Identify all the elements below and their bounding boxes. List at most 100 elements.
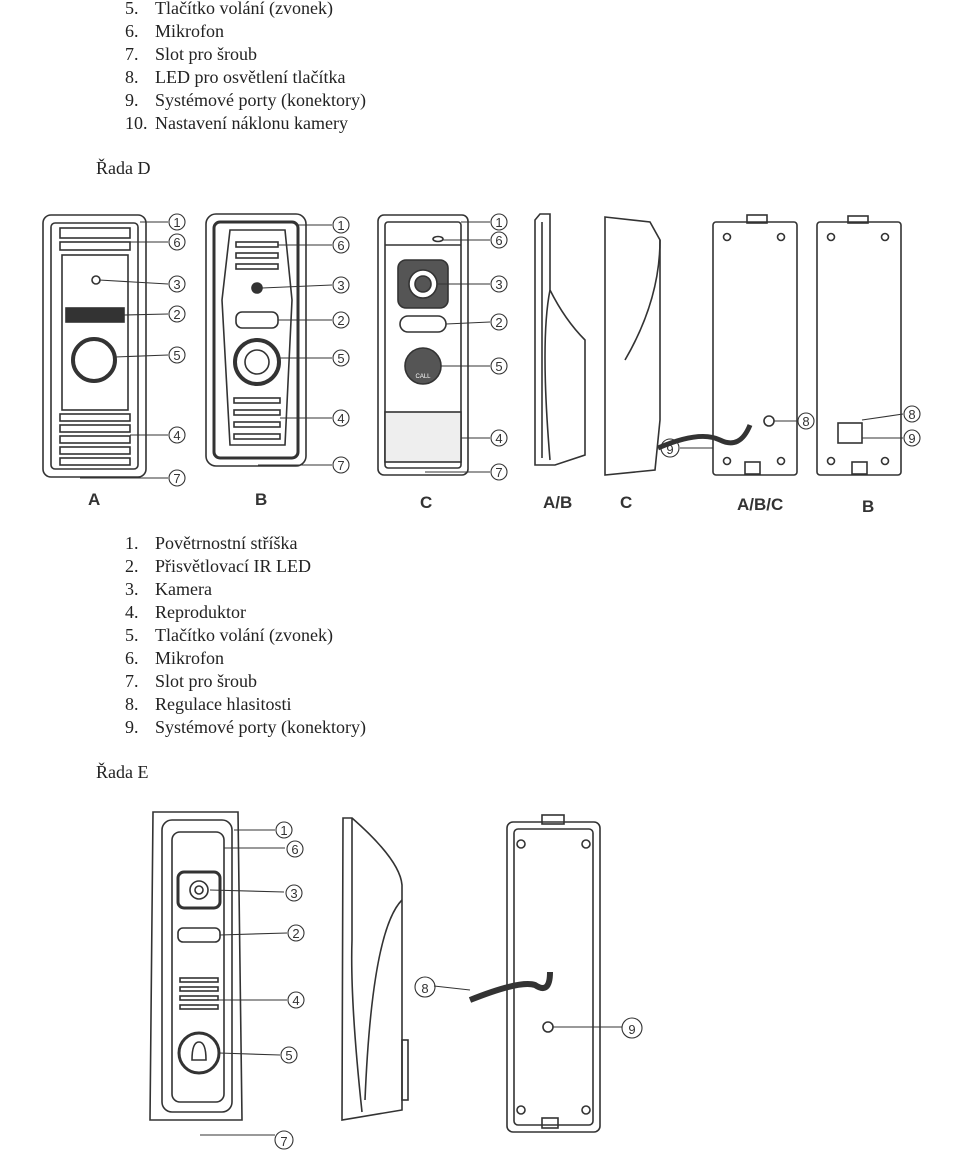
top-parts-list: 5.Tlačítko volání (zvonek) 6.Mikrofon 7.…: [125, 0, 366, 135]
svg-text:5: 5: [285, 1048, 292, 1063]
svg-text:8: 8: [421, 981, 428, 996]
callout-marker: 7: [332, 456, 350, 474]
callout-marker: 3: [285, 884, 303, 902]
svg-text:5: 5: [337, 351, 344, 366]
svg-text:9: 9: [628, 1022, 635, 1037]
unit-c-front-view: [377, 214, 469, 476]
callout-marker: 2: [332, 311, 350, 329]
svg-text:4: 4: [495, 431, 502, 446]
list-item: 6.Mikrofon: [125, 21, 224, 41]
list-item: 6.Mikrofon: [125, 648, 224, 668]
section-heading-d: Řada D: [96, 158, 151, 178]
call-button-text: CALL: [415, 374, 431, 380]
callout-marker: 2: [490, 313, 508, 331]
callout-markers: 1 6 3 2 5 4 7 1 6 3 2 5 4 7 1 6 3 2 5 4 …: [168, 213, 921, 487]
callout-marker: 8: [414, 976, 436, 998]
svg-text:3: 3: [495, 277, 502, 292]
figure-label-abc: A/B/C: [737, 495, 784, 514]
svg-text:7: 7: [280, 1134, 287, 1149]
list-item: 9.Systémové porty (konektory): [125, 717, 366, 737]
callout-marker: 3: [490, 275, 508, 293]
callout-marker: 8: [797, 412, 815, 430]
list-item: 8.Regulace hlasitosti: [125, 694, 292, 714]
svg-text:7: 7: [173, 471, 180, 486]
svg-text:9: 9: [666, 442, 673, 457]
callout-marker: 3: [168, 275, 186, 293]
svg-text:4: 4: [292, 993, 299, 1008]
list-item: 9.Systémové porty (konektory): [125, 90, 366, 110]
svg-text:6: 6: [337, 238, 344, 253]
svg-text:2: 2: [292, 926, 299, 941]
section-heading-e: Řada E: [96, 762, 149, 782]
list-item: 5.Tlačítko volání (zvonek): [125, 625, 333, 645]
callout-marker: 6: [168, 233, 186, 251]
svg-text:9: 9: [908, 431, 915, 446]
callout-marker: 1: [275, 821, 293, 839]
svg-text:1: 1: [173, 215, 180, 230]
middle-parts-list: 1.Povětrnostní stříška 2.Přisvětlovací I…: [125, 532, 366, 739]
list-item: 8.LED pro osvětlení tlačítka: [125, 67, 346, 87]
unit-e-front-view: [149, 811, 243, 1121]
svg-text:2: 2: [173, 307, 180, 322]
list-item: 4.Reproduktor: [125, 602, 246, 622]
unit-e-back-view: [468, 814, 601, 1133]
list-item: 7.Slot pro šroub: [125, 44, 258, 64]
svg-text:3: 3: [173, 277, 180, 292]
figure-label-b: B: [255, 490, 268, 509]
svg-text:8: 8: [802, 414, 809, 429]
figure-label-ab: A/B: [543, 493, 573, 512]
svg-text:1: 1: [280, 823, 287, 838]
callout-marker: 1: [168, 213, 186, 231]
figure-label-c-side: C: [620, 493, 633, 512]
list-item: 5.Tlačítko volání (zvonek): [125, 0, 333, 18]
list-item: 7.Slot pro šroub: [125, 671, 258, 691]
svg-text:1: 1: [337, 218, 344, 233]
callout-marker: 6: [332, 236, 350, 254]
list-item: 3.Kamera: [125, 579, 212, 599]
unit-ab-side-view: [534, 213, 586, 466]
svg-text:7: 7: [495, 465, 502, 480]
unit-c-side-view: [604, 216, 661, 476]
svg-text:6: 6: [291, 842, 298, 857]
svg-text:8: 8: [908, 407, 915, 422]
figure-label-c: C: [420, 493, 433, 512]
unit-b-back-view: [816, 215, 902, 476]
svg-text:7: 7: [337, 458, 344, 473]
svg-text:5: 5: [173, 348, 180, 363]
callout-marker: 8: [903, 405, 921, 423]
callout-marker: 7: [274, 1130, 294, 1150]
callout-marker: 9: [660, 438, 680, 458]
callout-marker: 6: [490, 231, 508, 249]
callout-marker: 4: [168, 426, 186, 444]
svg-text:4: 4: [337, 411, 344, 426]
callout-marker: 9: [621, 1017, 643, 1039]
section-d-diagram: 1 6 3 2 5 4 7 1 6 3 2 5 4 7 1 6 3 2 5 4 …: [42, 213, 921, 487]
callout-marker: 3: [332, 276, 350, 294]
callout-marker: 5: [168, 346, 186, 364]
callout-marker: 4: [287, 991, 305, 1009]
callout-marker: 6: [286, 840, 304, 858]
callout-marker: 9: [903, 429, 921, 447]
svg-text:5: 5: [495, 359, 502, 374]
svg-text:6: 6: [173, 235, 180, 250]
callout-markers-e: 1 6 3 2 4 5 7 8 9: [274, 821, 643, 1150]
list-item: 1.Povětrnostní stříška: [125, 533, 298, 553]
callout-marker: 7: [168, 469, 186, 487]
callout-marker: 1: [332, 216, 350, 234]
svg-text:2: 2: [337, 313, 344, 328]
callout-marker: 5: [490, 357, 508, 375]
unit-b-front-view: [205, 213, 307, 467]
svg-text:2: 2: [495, 315, 502, 330]
callout-marker: 2: [287, 924, 305, 942]
svg-text:6: 6: [495, 233, 502, 248]
svg-text:1: 1: [495, 215, 502, 230]
figure-label-a: A: [88, 490, 101, 509]
unit-abc-back-view: [657, 214, 798, 476]
svg-text:3: 3: [290, 886, 297, 901]
svg-text:4: 4: [173, 428, 180, 443]
unit-e-side-view: [341, 817, 409, 1121]
list-item: 2.Přisvětlovací IR LED: [125, 556, 311, 576]
callout-marker: 5: [280, 1046, 298, 1064]
callout-marker: 2: [168, 305, 186, 323]
callout-marker: 4: [332, 409, 350, 427]
